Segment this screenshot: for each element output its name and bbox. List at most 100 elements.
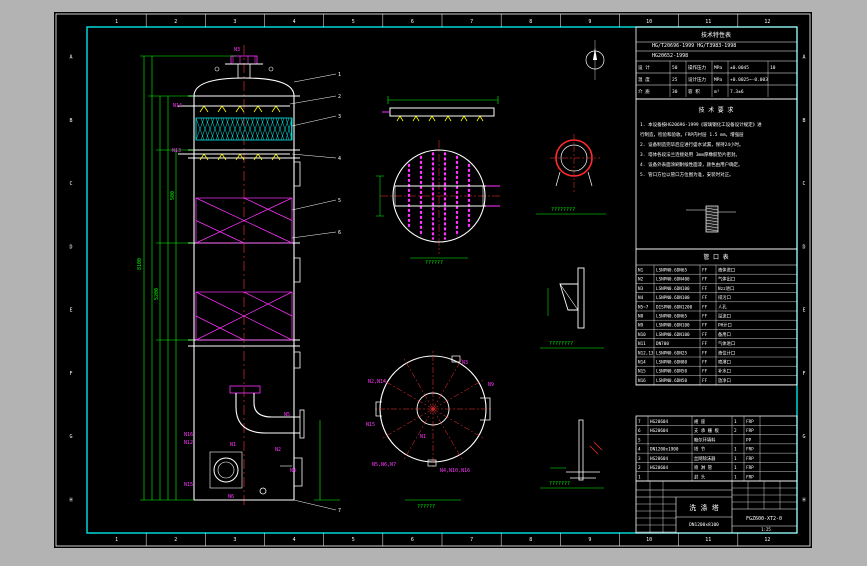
nozzle-table-cell: DN700 — [656, 341, 669, 347]
part-label-1: 1 — [338, 72, 341, 78]
note-line: 1. 本设备按HG20696-1999《玻璃钢化工设备设计规定》进 — [640, 121, 762, 128]
tech-table-cell: 50 — [672, 65, 678, 71]
parts-list-cell: 丝网除沫器 — [694, 455, 716, 462]
nozzle-tag-n16: N16 — [184, 432, 193, 438]
nozzle-table-cell: DISPN0.6DN1200 — [656, 304, 693, 310]
tech-table-title: 技术特性表 — [701, 31, 731, 39]
note-line: 5. 管口方位以管口方位图为准，安装时对正。 — [640, 171, 734, 178]
zone-label-top: 9 — [588, 19, 591, 25]
nozzle-table-cell: FF — [702, 304, 708, 310]
nozzle-table-cell: LSNPN0.6DN65 — [656, 314, 687, 320]
tech-table-cell: 介 质 — [638, 88, 650, 95]
drain-fitting — [259, 487, 267, 495]
nozzle-table-cell: LSNPN0.6DN100 — [656, 332, 690, 338]
nozzle-table-title: 管 口 表 — [703, 253, 728, 261]
tech-table-cell: 10 — [770, 65, 776, 71]
zone-label-right: A — [802, 55, 805, 61]
parts-list-cell: FRP — [746, 419, 754, 425]
zone-label-top: 3 — [233, 19, 236, 25]
nozzle-table-cell: 放净口 — [718, 377, 731, 384]
gas-inlet-elbow — [229, 385, 305, 439]
zone-label-bottom: 8 — [529, 537, 532, 543]
plan-tag-n2n14: N2,N14 — [368, 379, 386, 385]
zone-label-bottom: 9 — [588, 537, 591, 543]
nozzle-table-cell: FF — [702, 323, 708, 329]
distributor-side-view — [382, 96, 499, 122]
tech-table-cell: +0.0025~-0.003 — [730, 77, 768, 83]
tech-table-cell: 操作压力 — [688, 64, 706, 71]
top-head — [193, 77, 295, 97]
nozzle-table-cell: FF — [702, 350, 708, 356]
plan-tag-n1: N1 — [420, 434, 426, 440]
parts-list-cell: FRP — [746, 447, 754, 453]
nozzle-table-cell: FF — [702, 314, 708, 320]
parts-list-cell: 1 — [734, 419, 737, 425]
zone-label-right: D — [802, 244, 805, 250]
plan-caption: ?????? — [417, 504, 435, 510]
nozzle-tag-n4: N4 — [290, 468, 296, 474]
parts-list-cell: PP — [746, 437, 752, 443]
tech-table-cell: ±0.0045 — [730, 65, 749, 71]
zone-label-bottom: 10 — [646, 537, 652, 543]
nozzle-table-cell: N10 — [638, 332, 646, 338]
parts-list-cell: 2 — [638, 465, 641, 471]
bottom-manhole — [213, 457, 239, 483]
parts-list-cell: 支 承 栅 板 — [694, 427, 720, 434]
zone-label-right: E — [802, 308, 805, 314]
nozzle-table-cell: N14 — [638, 360, 646, 366]
nozzle-table-cell: LSNPN0.6DN25 — [656, 350, 687, 356]
zone-label-top: 1 — [115, 19, 118, 25]
parts-list-cell: 2 — [734, 428, 737, 434]
nozzle-table-cell: N11 — [638, 341, 646, 347]
parts-list-cell: HG20604 — [650, 419, 669, 425]
nozzle-table-cell: 喷淋口 — [718, 359, 731, 366]
tech-table-cell: m³ — [714, 89, 720, 95]
nozzle-table-cell: FF — [702, 369, 708, 375]
zone-label-bottom: 7 — [470, 537, 473, 543]
zone-label-top: 12 — [764, 19, 770, 25]
distributor-branch-pipes — [394, 152, 497, 240]
plan-tag-n15: N15 — [366, 422, 375, 428]
nozzle-table-cell: 排污口 — [718, 294, 731, 301]
nozzle-tag-n2: N2 — [275, 447, 281, 453]
tech-table-cell: 25 — [672, 77, 678, 83]
note-line: 行制造，检验和验收。FRP内衬层 1.5 mm，增强层 — [640, 131, 744, 138]
nozzle-table-cell: FF — [702, 268, 708, 274]
parts-list-cell: HG20604 — [650, 456, 669, 462]
title-block: 洗 涤 塔 DN1200x8100 FGZ600-XT2-0 1:25 — [635, 480, 798, 534]
nozzle-table-cell: N5~7 — [638, 304, 649, 310]
nozzle-table-cell: LSNPN0.6DN100 — [656, 286, 690, 292]
north-arrow — [585, 40, 605, 80]
parts-list-cell: 1 — [734, 447, 737, 453]
plan-tag-n4: N4,N10,N16 — [440, 468, 470, 474]
dim-left: 5200 — [154, 288, 160, 300]
nozzle-table-cell: N2 — [638, 277, 644, 283]
parts-list-cell: 3 — [638, 456, 641, 462]
zone-label-top: 11 — [705, 19, 711, 25]
plan-tag-n9: N9 — [488, 382, 494, 388]
nozzle-table-cell: N3 — [638, 286, 644, 292]
tech-table-cell: 容 积 — [688, 88, 700, 95]
note-line: 4. 设备外表面涂刷耐候性面漆，颜色由用户确定。 — [640, 161, 743, 168]
zone-label-left: C — [69, 181, 72, 187]
part-label-2: 2 — [338, 94, 341, 100]
zone-label-bottom: 2 — [174, 537, 177, 543]
tech-table-cell: 设计压力 — [688, 76, 706, 83]
zone-label-bottom: 1 — [115, 537, 118, 543]
nozzle-table-cell: FF — [702, 341, 708, 347]
part-leaders — [289, 73, 337, 511]
nozzle-table-cell: 液位计口 — [718, 349, 735, 356]
angle-caption: ??????? — [549, 481, 570, 487]
support-caption: ???????? — [549, 341, 573, 347]
zone-label-left: F — [69, 371, 72, 377]
parts-list-cell: FRP — [746, 465, 754, 471]
part-label-6: 6 — [338, 230, 341, 236]
part-label-7: 7 — [338, 508, 341, 514]
parts-list-cell: DN1200x1900 — [650, 447, 679, 453]
support-detail: ???????? — [540, 267, 604, 349]
nozzle-table-cell: 补水口 — [718, 368, 731, 375]
demister-hatch — [195, 117, 293, 141]
